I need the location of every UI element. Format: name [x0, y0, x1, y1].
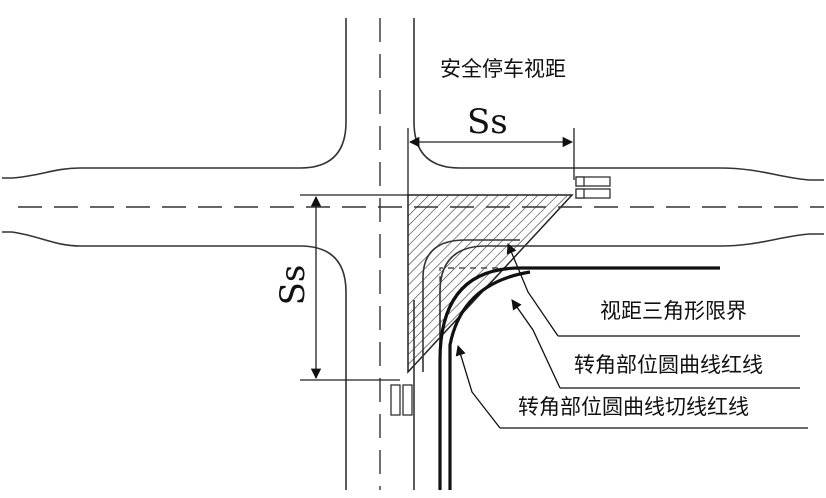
- callout-triangle-label: 视距三角形限界: [600, 299, 747, 323]
- leader-curve: [511, 299, 561, 389]
- road-edge-east-top: [413, 18, 824, 181]
- car-south: [390, 384, 413, 416]
- road-edge-west-top: [2, 18, 347, 179]
- leader-triangle: [506, 243, 559, 337]
- callout-tangent-label: 转角部位圆曲线切线红线: [518, 395, 749, 419]
- road-edge-west-bottom: [2, 231, 347, 490]
- car-east: [575, 176, 611, 199]
- corner-tangent-redline: [448, 270, 531, 490]
- corner-curve-redline: [438, 266, 720, 490]
- sight-triangle: [407, 194, 574, 374]
- callout-curve-label: 转角部位圆曲线红线: [574, 353, 763, 377]
- road-edge-east-bottom: [439, 233, 824, 490]
- inner-corner-curve: [422, 239, 520, 372]
- title-label: 安全停车视距: [440, 57, 566, 81]
- leader-tangent: [455, 345, 501, 429]
- ss-vertical-label: Ss: [273, 265, 313, 306]
- ss-horizontal-label: Ss: [467, 102, 508, 142]
